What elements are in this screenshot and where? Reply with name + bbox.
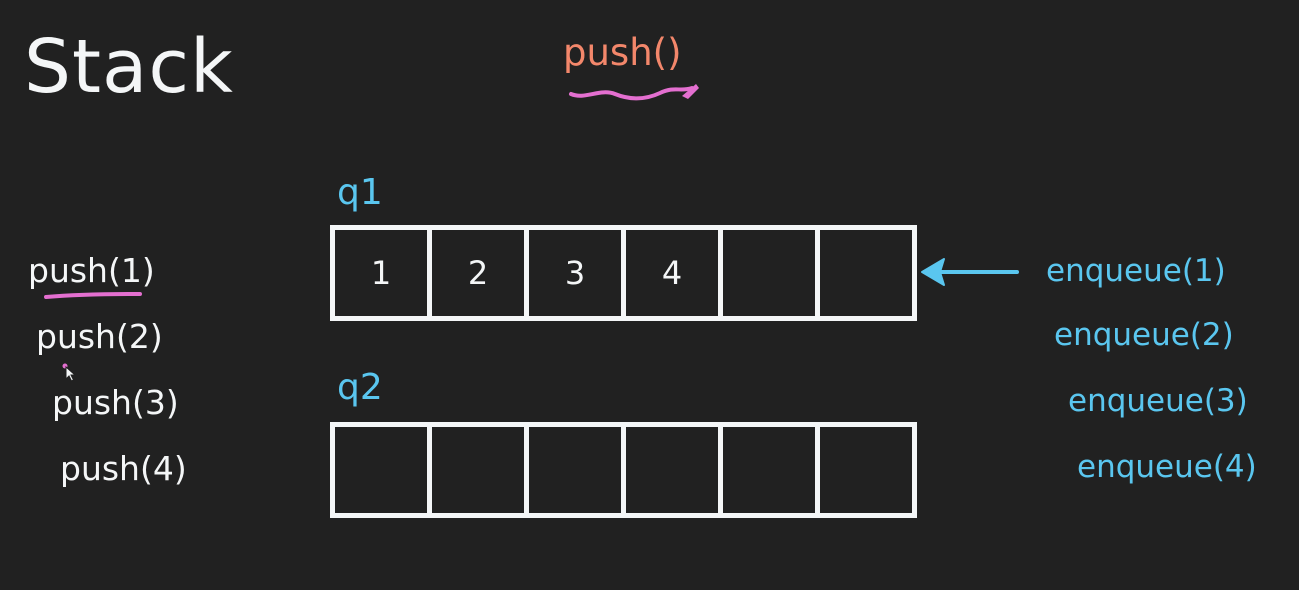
q1-label: q1 — [337, 172, 383, 213]
enqueue-call-3: enqueue(3) — [1068, 383, 1248, 419]
q1-cell: 3 — [529, 230, 626, 316]
arrow-left-icon — [921, 258, 945, 286]
q2-label: q2 — [337, 367, 383, 408]
push-call-2: push(2) — [36, 317, 163, 356]
q2-cell — [529, 427, 626, 513]
q2-queue — [330, 422, 917, 518]
enqueue-call-1: enqueue(1) — [1046, 253, 1226, 289]
operation-title: push() — [563, 31, 682, 74]
push-call-4: push(4) — [60, 449, 187, 488]
operation-underline-icon — [569, 86, 694, 101]
q2-cell — [335, 427, 432, 513]
q1-queue: 1 2 3 4 — [330, 225, 917, 321]
enqueue-call-2: enqueue(2) — [1054, 317, 1234, 353]
q1-cell: 4 — [626, 230, 723, 316]
q1-cell — [723, 230, 820, 316]
push-underline-icon — [44, 292, 142, 299]
q2-cell — [432, 427, 529, 513]
q1-cell: 2 — [432, 230, 529, 316]
diagram-title: Stack — [24, 24, 234, 110]
mouse-pointer-icon — [62, 363, 77, 382]
q1-cell: 1 — [335, 230, 432, 316]
push-call-3: push(3) — [52, 383, 179, 422]
q2-cell — [626, 427, 723, 513]
push-call-1: push(1) — [28, 251, 155, 290]
enqueue-call-4: enqueue(4) — [1077, 449, 1257, 485]
marker-tip-icon — [682, 84, 699, 99]
q2-cell — [723, 427, 820, 513]
